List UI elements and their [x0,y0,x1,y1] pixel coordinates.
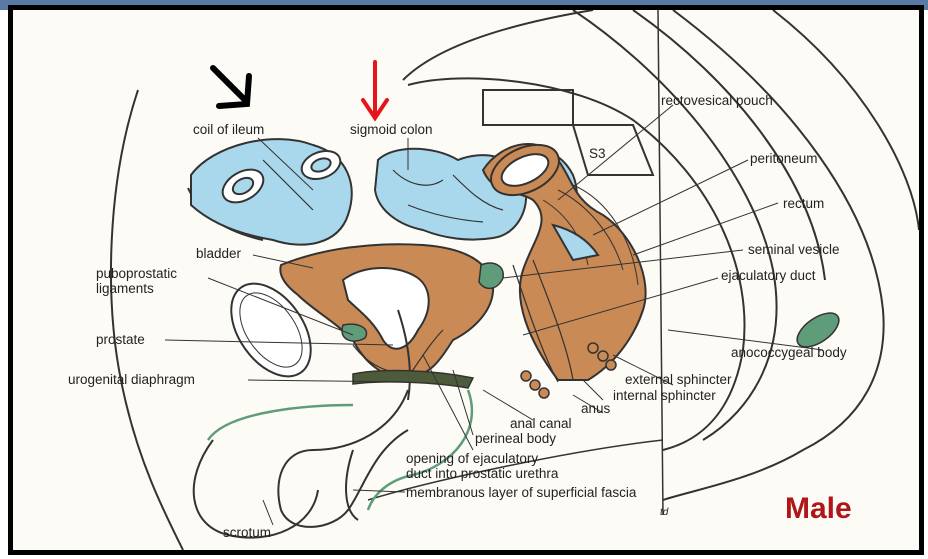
label-s3: S3 [589,146,606,161]
rectum-shape [483,135,646,382]
artist-initials: td [660,507,669,518]
label-bladder: bladder [196,246,242,261]
label-rectovesical-pouch: rectovesical pouch [661,93,773,108]
label-membranous-layer: membranous layer of superficial fascia [406,485,637,500]
label-anal-canal: anal canal [510,416,572,431]
label-urogenital-diaphragm: urogenital diaphragm [68,372,195,387]
label-scrotum: scrotum [223,525,271,540]
label-puboprostatic: puboprostatic [96,266,177,281]
label-rectum: rectum [783,196,824,211]
anatomy-diagram: coil of ileum sigmoid colon rectovesical… [13,10,919,550]
label-prostate: prostate [96,332,145,347]
red-arrow-icon [363,62,387,118]
label-ligaments: ligaments [96,281,154,296]
label-anococcygeal-body: anococcygeal body [731,345,847,360]
label-perineal-body: perineal body [475,431,556,446]
label-seminal-vesicle: seminal vesicle [748,242,840,257]
label-ejaculatory-duct: ejaculatory duct [721,268,816,283]
label-internal-sphincter: internal sphincter [613,388,716,403]
coil-of-ileum-shape [191,139,352,245]
label-peritoneum: peritoneum [750,151,818,166]
label-opening-line-1: opening of ejaculatory [406,451,538,466]
label-coil-of-ileum: coil of ileum [193,122,264,137]
caption-male: Male [785,492,852,525]
label-opening-line-2: duct into prostatic urethra [406,466,559,481]
label-external-sphincter: external sphincter [625,372,732,387]
label-sigmoid-colon: sigmoid colon [350,122,433,137]
black-arrow-icon [213,68,249,106]
figure-frame: coil of ileum sigmoid colon rectovesical… [8,5,924,555]
label-anus: anus [581,401,611,416]
